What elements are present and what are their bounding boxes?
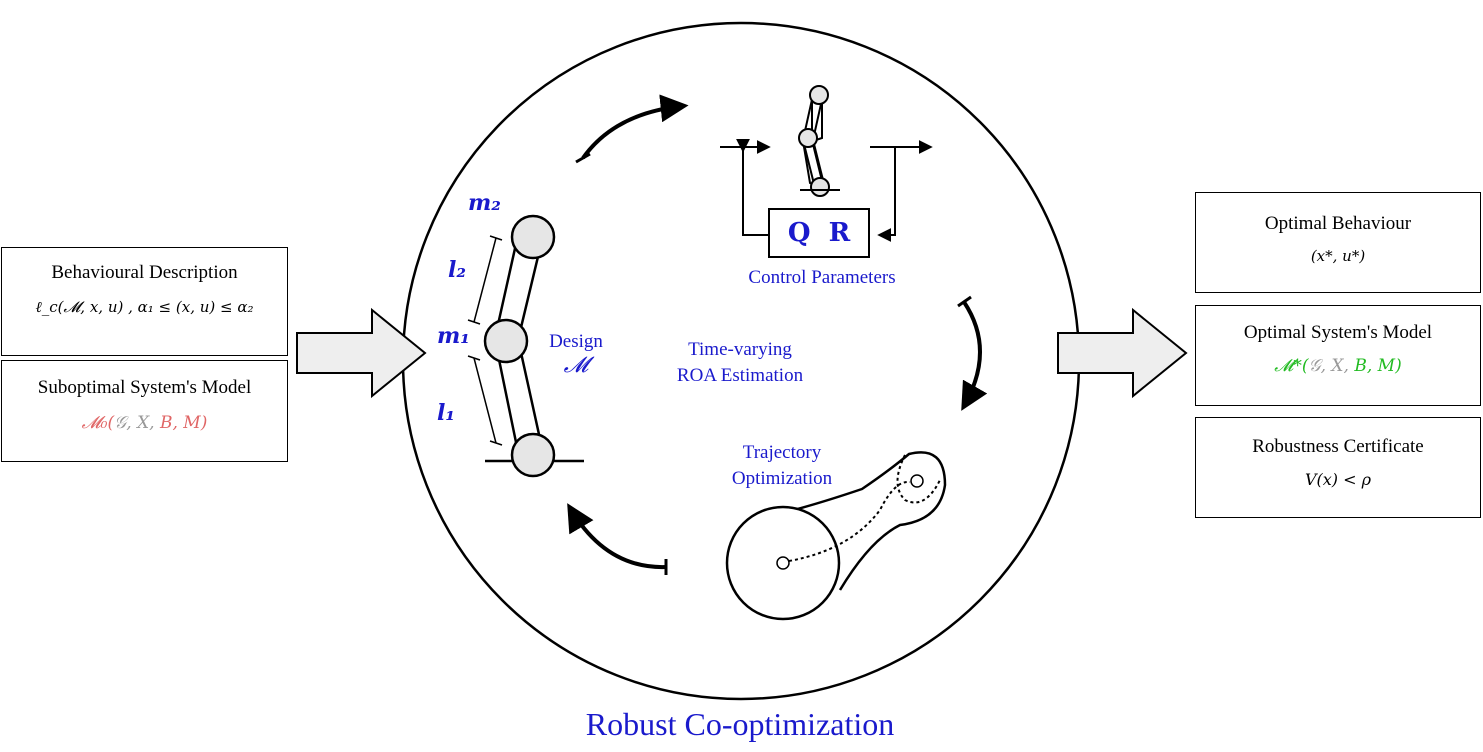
suboptimal-model-box: Suboptimal System's Model 𝓜₀(𝒢, X, B, M) [1,360,288,462]
label-l1: l₁ [437,400,455,426]
control-matrices: Q R [787,218,851,248]
optimal-model-math: 𝓜*(𝒢, X, B, M) [1274,356,1402,376]
robustness-certificate-box: Robustness Certificate V(x) < ρ [1195,417,1481,518]
behavioural-description-box: Behavioural Description ℓ_c(𝓜, x, u) , α… [1,247,288,356]
trajectory-diagram [725,451,947,621]
optimal-model-box: Optimal System's Model 𝓜*(𝒢, X, B, M) [1195,305,1481,406]
cycle-arrow-bottom [567,503,668,575]
behavioural-description-title: Behavioural Description [51,262,238,283]
robustness-certificate-title: Robustness Certificate [1252,436,1424,457]
design-text: Design [549,331,603,352]
cycle-arrow-top [575,94,689,164]
cycle-arrow-right [957,295,988,411]
label-m1: m₁ [437,323,470,349]
label-m2: m₂ [468,190,501,216]
design-robot [467,214,584,478]
optimal-behaviour-title: Optimal Behaviour [1264,213,1412,234]
optimal-behaviour-math: (x*, u*) [1310,247,1366,265]
label-l2: l₂ [448,257,466,283]
control-parameters-label: Control Parameters [748,267,896,288]
footer-title: Robust Co-optimization [585,706,895,742]
suboptimal-model-title: Suboptimal System's Model [37,377,252,398]
control-diagram [720,85,933,258]
design-symbol: 𝓜 [563,353,589,378]
suboptimal-model-math: 𝓜₀(𝒢, X, B, M) [81,413,208,433]
input-arrow [296,307,427,399]
output-arrow [1057,307,1188,399]
optimal-behaviour-box: Optimal Behaviour (x*, u*) [1195,192,1481,293]
behavioural-description-math: ℓ_c(𝓜, x, u) , α₁ ≤ (x, u) ≤ α₂ [35,298,254,316]
optimal-model-title: Optimal System's Model [1243,322,1433,343]
robustness-certificate-math: V(x) < ρ [1304,470,1372,489]
design-label: Design 𝓜 [538,331,614,378]
